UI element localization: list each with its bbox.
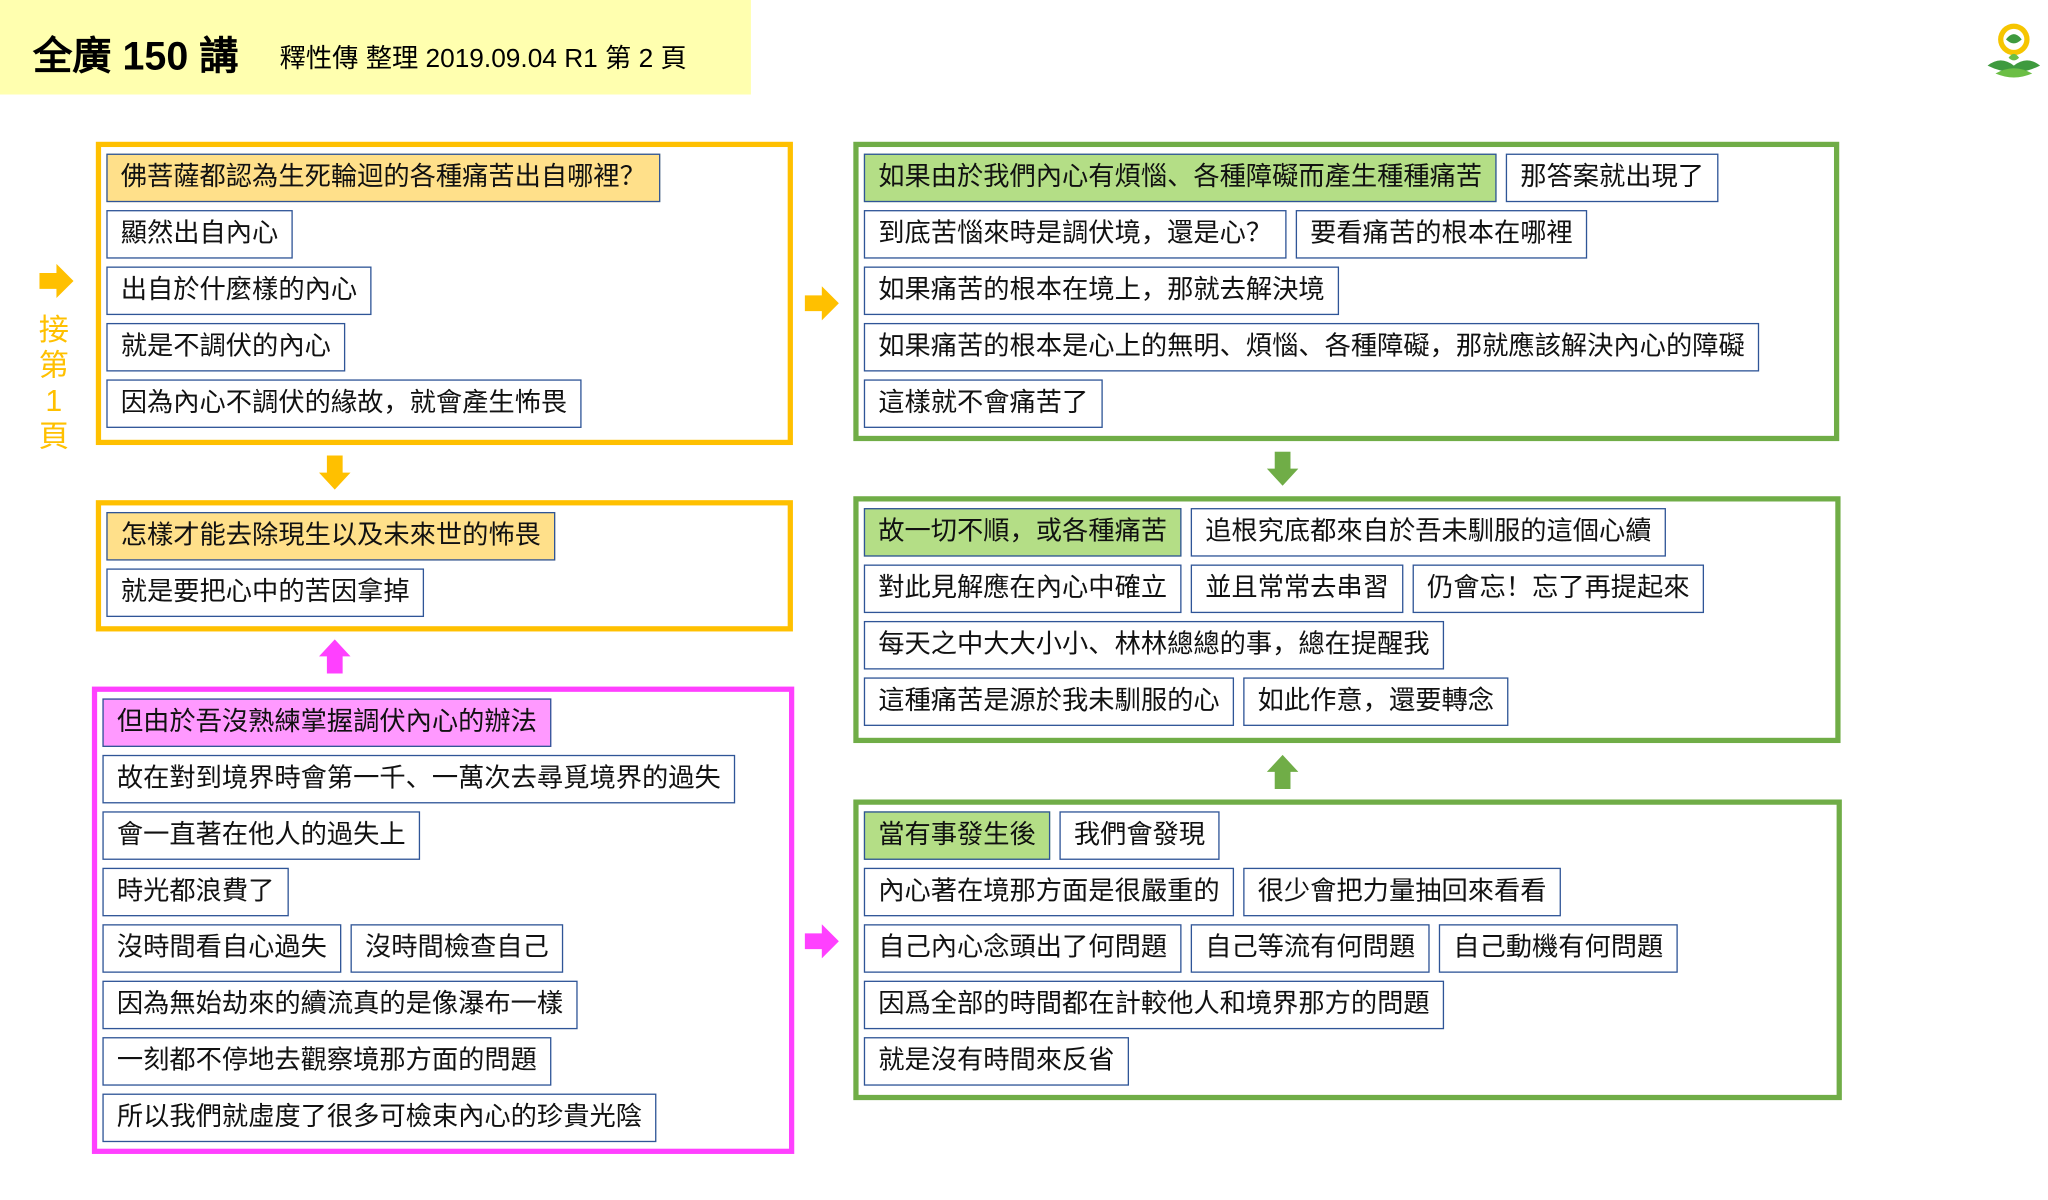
text-box: 沒時間檢查自己 <box>350 924 564 973</box>
panel-row: 內心著在境那方面是很嚴重的很少會把力量抽回來看看 <box>863 867 1832 917</box>
highlighted-heading-box: 怎樣才能去除現生以及未來世的怖畏 <box>106 511 556 561</box>
panel-row: 但由於吾沒熟練掌握調伏內心的辦法 <box>102 698 783 747</box>
text-box: 一刻都不停地去觀察境那方面的問題 <box>102 1037 552 1086</box>
highlighted-heading-box: 當有事發生後 <box>863 811 1051 860</box>
side-note-char: 1 <box>45 383 63 418</box>
text-box: 因為內心不調伏的緣故，就會產生怖畏 <box>106 379 582 428</box>
panel-row: 如果痛苦的根本在境上，那就去解決境 <box>863 266 1829 316</box>
text-box: 並且常常去串習 <box>1190 564 1404 614</box>
panel-green-3: 當有事發生後我們會發現內心著在境那方面是很嚴重的很少會把力量抽回來看看自己內心念… <box>853 799 1842 1101</box>
highlighted-heading-box: 佛菩薩都認為生死輪迴的各種痛苦出自哪裡？ <box>106 153 661 203</box>
panel-row: 因為無始劫來的續流真的是像瀑布一樣 <box>102 980 783 1030</box>
text-box: 就是不調伏的內心 <box>106 322 346 372</box>
panel-row: 如果由於我們內心有煩惱、各種障礙而產生種種痛苦那答案就出現了 <box>863 153 1829 203</box>
panel-row: 這種痛苦是源於我未馴服的心如此作意，還要轉念 <box>863 677 1830 726</box>
text-box: 時光都浪費了 <box>102 867 289 917</box>
text-box: 就是沒有時間來反省 <box>863 1037 1130 1086</box>
panel-row: 到底苦惱來時是調伏境，還是心？要看痛苦的根本在哪裡 <box>863 210 1829 259</box>
arrow-right-icon <box>804 286 839 321</box>
panel-green-1: 如果由於我們內心有煩惱、各種障礙而產生種種痛苦那答案就出現了到底苦惱來時是調伏境… <box>853 141 1840 442</box>
text-box: 故在對到境界時會第一千、一萬次去尋覓境界的過失 <box>102 754 736 804</box>
panel-row: 出自於什麼樣的內心 <box>106 266 782 316</box>
continued-from-page-1-note: 接 第 1 頁 <box>37 312 71 454</box>
panel-row: 因為內心不調伏的緣故，就會產生怖畏 <box>106 379 782 428</box>
text-box: 每天之中大大小小、林林總總的事，總在提醒我 <box>863 620 1445 670</box>
panel-yellow-2: 怎樣才能去除現生以及未來世的怖畏就是要把心中的苦因拿掉 <box>95 500 793 632</box>
panel-yellow-1: 佛菩薩都認為生死輪迴的各種痛苦出自哪裡？ 顯然出自內心出自於什麼樣的內心就是不調伏… <box>95 141 793 446</box>
page-title: 全廣 150 講 <box>32 35 239 79</box>
side-note-char: 接 <box>38 312 69 347</box>
panel-row: 所以我們就虛度了很多可檢束內心的珍貴光陰 <box>102 1093 783 1143</box>
text-box: 對此見解應在內心中確立 <box>863 564 1182 614</box>
panel-row: 時光都浪費了 <box>102 867 783 917</box>
text-box: 自己內心念頭出了何問題 <box>863 924 1182 973</box>
text-box: 因爲全部的時間都在計較他人和境界那方的問題 <box>863 980 1445 1030</box>
arrow-up-icon <box>1266 754 1299 789</box>
panel-row: 故一切不順，或各種痛苦追根究底都來自於吾未馴服的這個心續 <box>863 508 1830 557</box>
text-box: 因為無始劫來的續流真的是像瀑布一樣 <box>102 980 578 1030</box>
text-box: 內心著在境那方面是很嚴重的 <box>863 867 1235 917</box>
text-box: 仍會忘！忘了再提起來 <box>1412 564 1705 614</box>
text-box: 那答案就出現了 <box>1505 153 1719 203</box>
highlighted-heading-box: 如果由於我們內心有煩惱、各種障礙而產生種種痛苦 <box>863 153 1497 203</box>
text-box: 到底苦惱來時是調伏境，還是心？ <box>863 210 1287 259</box>
text-box: 沒時間看自心過失 <box>102 924 342 973</box>
panel-row: 沒時間看自心過失沒時間檢查自己 <box>102 924 783 973</box>
arrow-up-icon <box>319 639 351 674</box>
text-box: 如此作意，還要轉念 <box>1243 677 1509 726</box>
text-box: 我們會發現 <box>1059 811 1220 860</box>
panel-row: 就是要把心中的苦因拿掉 <box>106 568 782 618</box>
panel-row: 每天之中大大小小、林林總總的事，總在提醒我 <box>863 620 1830 670</box>
text-box: 就是要把心中的苦因拿掉 <box>106 568 425 618</box>
panel-row: 一刻都不停地去觀察境那方面的問題 <box>102 1037 783 1086</box>
side-note-char: 頁 <box>38 418 69 453</box>
panel-row: 怎樣才能去除現生以及未來世的怖畏 <box>106 511 782 561</box>
panel-row: 當有事發生後我們會發現 <box>863 811 1832 860</box>
panel-magenta-1: 但由於吾沒熟練掌握調伏內心的辦法故在對到境界時會第一千、一萬次去尋覓境界的過失會… <box>91 686 795 1154</box>
highlighted-heading-box: 故一切不順，或各種痛苦 <box>863 508 1182 557</box>
text-box: 如果痛苦的根本是心上的無明、煩惱、各種障礙，那就應該解決內心的障礙 <box>863 322 1760 372</box>
text-box: 這樣就不會痛苦了 <box>863 379 1103 428</box>
arrow-right-icon <box>804 924 839 959</box>
panel-row: 這樣就不會痛苦了 <box>863 379 1829 428</box>
panel-row: 會一直著在他人的過失上 <box>102 811 783 860</box>
text-box: 要看痛苦的根本在哪裡 <box>1295 210 1588 259</box>
panel-row: 就是沒有時間來反省 <box>863 1037 1832 1086</box>
text-box: 自己等流有何問題 <box>1190 924 1430 973</box>
arrow-down-icon <box>319 455 351 490</box>
arrow-right-icon <box>39 263 74 299</box>
panel-row: 如果痛苦的根本是心上的無明、煩惱、各種障礙，那就應該解決內心的障礙 <box>863 322 1829 372</box>
text-box: 所以我們就虛度了很多可檢束內心的珍貴光陰 <box>102 1093 657 1143</box>
header-banner: 全廣 150 講 釋性傳 整理 2019.09.04 R1 第 2 頁 <box>0 0 751 95</box>
panel-row: 對此見解應在內心中確立並且常常去串習仍會忘！忘了再提起來 <box>863 564 1830 614</box>
text-box: 出自於什麼樣的內心 <box>106 266 372 316</box>
panel-row: 因爲全部的時間都在計較他人和境界那方的問題 <box>863 980 1832 1030</box>
text-box: 自己動機有何問題 <box>1438 924 1678 973</box>
lotus-logo-icon <box>1987 23 2041 78</box>
highlighted-heading-box: 但由於吾沒熟練掌握調伏內心的辦法 <box>102 698 552 747</box>
panel-row: 自己內心念頭出了何問題自己等流有何問題自己動機有何問題 <box>863 924 1832 973</box>
arrow-down-icon <box>1266 451 1299 486</box>
side-note-char: 第 <box>38 347 69 383</box>
panel-row: 佛菩薩都認為生死輪迴的各種痛苦出自哪裡？ <box>106 153 782 203</box>
panel-row: 顯然出自內心 <box>106 210 782 259</box>
panel-row: 故在對到境界時會第一千、一萬次去尋覓境界的過失 <box>102 754 783 804</box>
text-box: 這種痛苦是源於我未馴服的心 <box>863 677 1235 726</box>
text-box: 如果痛苦的根本在境上，那就去解決境 <box>863 266 1340 316</box>
page-subtitle: 釋性傳 整理 2019.09.04 R1 第 2 頁 <box>279 44 687 74</box>
panel-green-2: 故一切不順，或各種痛苦追根究底都來自於吾未馴服的這個心續對此見解應在內心中確立並… <box>853 496 1841 744</box>
text-box: 追根究底都來自於吾未馴服的這個心續 <box>1190 508 1666 557</box>
text-box: 會一直著在他人的過失上 <box>102 811 421 860</box>
panel-row: 就是不調伏的內心 <box>106 322 782 372</box>
text-box: 顯然出自內心 <box>106 210 293 259</box>
text-box: 很少會把力量抽回來看看 <box>1243 867 1561 917</box>
